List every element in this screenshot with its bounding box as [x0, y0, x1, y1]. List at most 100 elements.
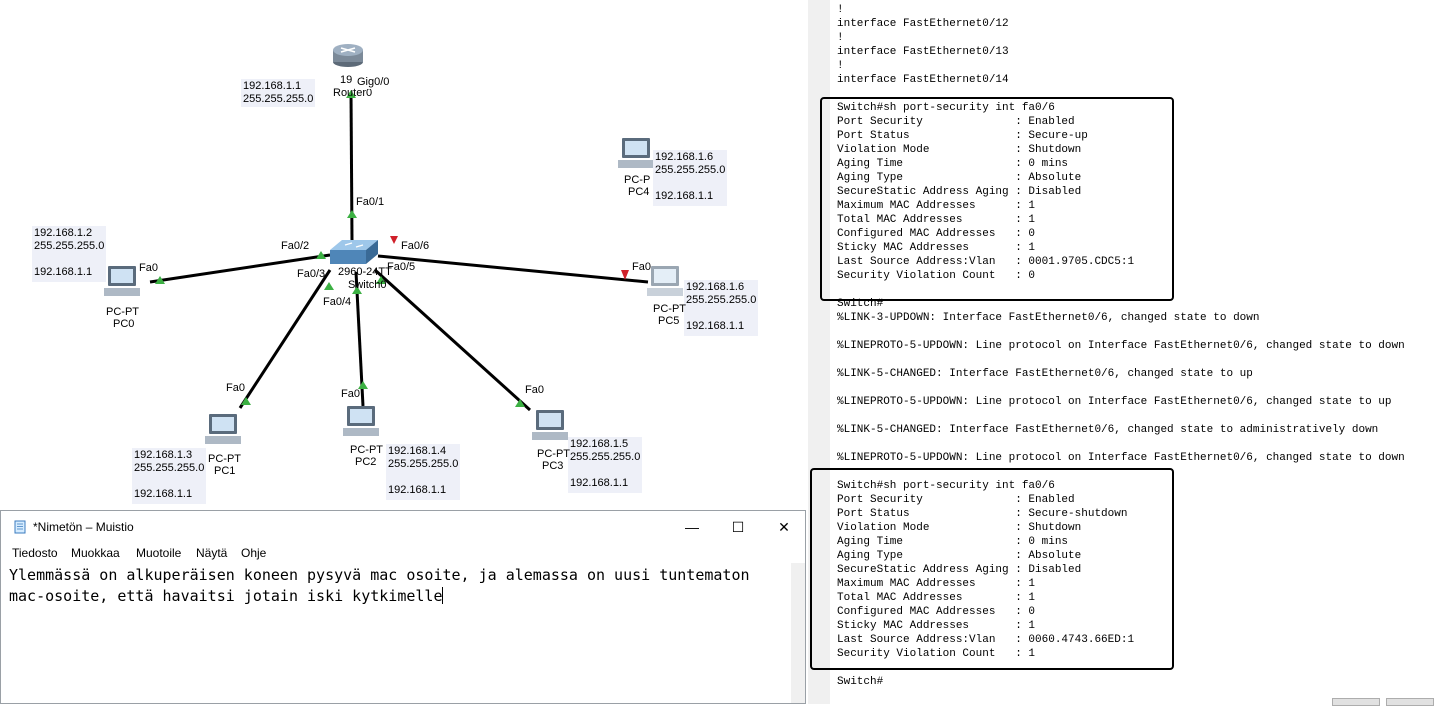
port-label-fa02: Fa0/2: [281, 240, 310, 252]
menu-nayta[interactable]: Näytä: [196, 546, 228, 560]
menu-muokkaa[interactable]: Muokkaa: [71, 546, 120, 560]
cable-switch-pc1[interactable]: [238, 269, 332, 409]
pc5-port-label: Fa0: [632, 261, 651, 273]
port-label-fa04: Fa0/4: [323, 296, 352, 308]
notepad-text-area[interactable]: Ylemmässä on alkuperäisen koneen pysyvä …: [9, 565, 779, 607]
console-line: %LINK-5-CHANGED: Interface FastEthernet0…: [837, 424, 1379, 436]
console-line: Total MAC Addresses : 1: [837, 592, 1036, 604]
console-line: Last Source Address:Vlan : 0060.4743.66E…: [837, 634, 1135, 646]
console-line: !: [837, 60, 844, 72]
link-down-indicator: [390, 236, 398, 244]
console-line: %LINEPROTO-5-UPDOWN: Line protocol on In…: [837, 452, 1405, 464]
switch-name-label: Switch0: [348, 279, 387, 291]
switch-icon[interactable]: [330, 240, 378, 264]
console-line: Sticky MAC Addresses : 1: [837, 242, 1036, 254]
console-line: Switch#sh port-security int fa0/6: [837, 102, 1055, 114]
console-line: Port Status : Secure-shutdown: [837, 508, 1128, 520]
menu-tiedosto[interactable]: Tiedosto: [12, 546, 58, 560]
console-button[interactable]: [1386, 698, 1434, 706]
router-ip-box: 192.168.1.1 255.255.255.0: [241, 79, 316, 107]
notepad-titlebar[interactable]: *Nimetön – Muistio — ☐ ✕: [1, 511, 805, 543]
cli-console[interactable]: ! interface FastEthernet0/12! interface Fa…: [830, 0, 1454, 704]
link-up-indicator: [352, 286, 362, 294]
pc1-ip-box: 192.168.1.3 255.255.255.0 192.168.1.1: [132, 448, 207, 504]
link-up-indicator: [155, 276, 165, 284]
minimize-button[interactable]: —: [685, 519, 699, 535]
console-line: %LINK-3-UPDOWN: Interface FastEthernet0/…: [837, 312, 1260, 324]
pc1-port-label: Fa0: [226, 382, 245, 394]
console-line: Maximum MAC Addresses : 1: [837, 578, 1036, 590]
console-line: Configured MAC Addresses : 0: [837, 606, 1036, 618]
close-button[interactable]: ✕: [778, 519, 790, 535]
console-line: interface FastEthernet0/13: [837, 46, 1009, 58]
pc1-name-label: PC1: [214, 465, 236, 477]
link-up-indicator: [358, 381, 368, 389]
console-line: Violation Mode : Shutdown: [837, 522, 1082, 534]
console-line: Switch#: [837, 298, 884, 310]
cable-switch-pc5[interactable]: [377, 254, 649, 284]
menu-ohje[interactable]: Ohje: [241, 546, 267, 560]
console-line: SecureStatic Address Aging : Disabled: [837, 564, 1082, 576]
console-line: Security Violation Count : 0: [837, 270, 1036, 282]
pc3-type-label: PC-PT: [537, 448, 570, 460]
pc2-icon[interactable]: [343, 406, 379, 436]
menu-muotoile[interactable]: Muotoile: [136, 546, 182, 560]
pc0-ip-box: 192.168.1.2 255.255.255.0 192.168.1.1: [32, 226, 107, 282]
notepad-scrollbar[interactable]: [791, 563, 805, 703]
cable-switch-pc3[interactable]: [373, 268, 532, 412]
link-down-indicator: [621, 270, 629, 280]
pc0-icon[interactable]: [104, 266, 140, 296]
console-line: SecureStatic Address Aging : Disabled: [837, 186, 1082, 198]
router-name-label: 19: [340, 74, 353, 86]
notepad-icon: [14, 520, 26, 534]
console-line: Port Status : Secure-up: [837, 130, 1088, 142]
link-up-indicator: [316, 251, 326, 259]
console-line: Aging Type : Absolute: [837, 550, 1082, 562]
pc3-name-label: PC3: [542, 460, 564, 472]
pc1-icon[interactable]: [205, 414, 241, 444]
pc2-ip-box: 192.168.1.4 255.255.255.0 192.168.1.1: [386, 444, 461, 500]
cable-switch-pc0[interactable]: [149, 253, 331, 284]
console-line: Port Security : Enabled: [837, 116, 1075, 128]
link-up-indicator: [241, 397, 251, 405]
link-up-indicator: [376, 276, 386, 284]
console-button[interactable]: [1332, 698, 1380, 706]
pc5-icon[interactable]: [647, 266, 683, 296]
console-line: %LINEPROTO-5-UPDOWN: Line protocol on In…: [837, 396, 1392, 408]
text-caret: [442, 587, 444, 604]
pc0-name-label: PC0: [113, 318, 135, 330]
maximize-button[interactable]: ☐: [731, 519, 745, 535]
pc2-type-label: PC-PT: [350, 444, 383, 456]
pc5-ip-box: 192.168.1.6 255.255.255.0 192.168.1.1: [684, 280, 759, 336]
link-up-indicator: [346, 90, 356, 98]
pc3-ip-box: 192.168.1.5 255.255.255.0 192.168.1.1: [568, 437, 643, 493]
console-line: Aging Time : 0 mins: [837, 158, 1069, 170]
notepad-window[interactable]: *Nimetön – Muistio — ☐ ✕ Tiedosto Muokka…: [0, 510, 806, 704]
pc4-ip-box: 192.168.1.6 255.255.255.0 192.168.1.1: [653, 150, 728, 206]
console-line: Sticky MAC Addresses : 1: [837, 620, 1036, 632]
console-line: Port Security : Enabled: [837, 494, 1075, 506]
pc4-icon[interactable]: [618, 138, 654, 168]
console-line: Aging Time : 0 mins: [837, 536, 1069, 548]
console-line: Switch#: [837, 676, 884, 688]
pc2-port-label: Fa0: [341, 388, 360, 400]
pc4-name-label: PC4: [628, 186, 650, 198]
console-line: %LINK-5-CHANGED: Interface FastEthernet0…: [837, 368, 1253, 380]
port-label-fa06: Fa0/6: [401, 240, 430, 252]
router-icon[interactable]: [333, 44, 363, 67]
console-line: !: [837, 4, 844, 16]
port-label-fa03: Fa0/3: [297, 268, 326, 280]
link-up-indicator: [347, 210, 357, 218]
pc3-port-label: Fa0: [525, 384, 544, 396]
console-line: interface FastEthernet0/12: [837, 18, 1009, 30]
link-up-indicator: [324, 282, 334, 290]
pc0-port-label: Fa0: [139, 262, 158, 274]
console-line: Violation Mode : Shutdown: [837, 144, 1082, 156]
pc3-icon[interactable]: [532, 410, 568, 440]
console-line: Maximum MAC Addresses : 1: [837, 200, 1036, 212]
pc2-name-label: PC2: [355, 456, 377, 468]
console-line: Last Source Address:Vlan : 0001.9705.CDC…: [837, 256, 1135, 268]
topology-links: [104, 44, 683, 444]
notepad-title: *Nimetön – Muistio: [33, 520, 134, 534]
port-label-fa05: Fa0/5: [387, 261, 416, 273]
